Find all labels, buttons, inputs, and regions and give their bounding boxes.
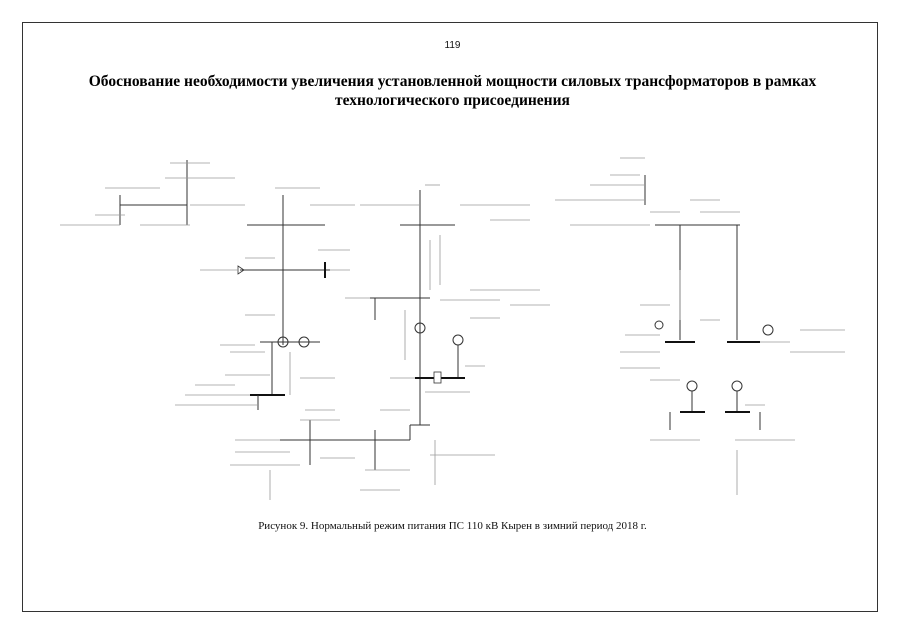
left-feeder-group	[60, 160, 355, 226]
left-transformer-cluster	[175, 336, 320, 410]
page-title-line-1: Обоснование необходимости увеличения уст…	[88, 73, 817, 90]
left-busbar-upper	[200, 195, 350, 345]
center-substation	[345, 190, 550, 425]
right-substation	[555, 157, 845, 495]
page-frame	[22, 22, 878, 612]
figure-caption: Рисунок 9. Нормальный режим питания ПС 1…	[258, 520, 647, 532]
page-title: Обоснование необходимости увеличения уст…	[30, 72, 875, 110]
page-number: 119	[444, 40, 461, 51]
faint-labels	[105, 162, 765, 411]
page-title-line-2: технологического присоединения	[335, 92, 570, 109]
lower-busbar	[230, 409, 495, 500]
